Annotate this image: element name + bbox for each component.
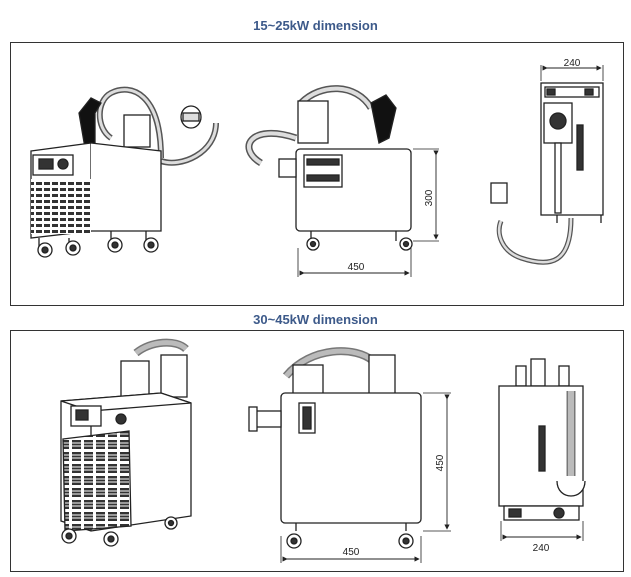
side-view-small — [245, 85, 439, 277]
length-label-large: 450 — [343, 547, 360, 558]
section-title-small: 15~25kW dimension — [253, 18, 378, 33]
section-title-large: 30~45kW dimension — [253, 312, 378, 327]
panel-small-dimension: 300 450 240 — [10, 42, 624, 306]
side-view-large — [248, 347, 451, 563]
height-label-large: 450 — [435, 454, 446, 471]
front-view-large — [60, 338, 192, 547]
front-view-small — [30, 86, 219, 258]
panel-large-dimension: 450 450 240 — [10, 330, 624, 572]
rear-view-large — [498, 358, 586, 541]
width-label-small: 240 — [564, 58, 581, 69]
drawing-small-dimension: 300 450 240 — [30, 58, 604, 277]
rear-view-small — [490, 65, 604, 265]
length-label-small: 450 — [348, 262, 365, 273]
height-label-small: 300 — [424, 189, 435, 206]
width-label-large: 240 — [533, 543, 550, 554]
drawing-large-dimension: 450 450 240 — [60, 338, 586, 563]
